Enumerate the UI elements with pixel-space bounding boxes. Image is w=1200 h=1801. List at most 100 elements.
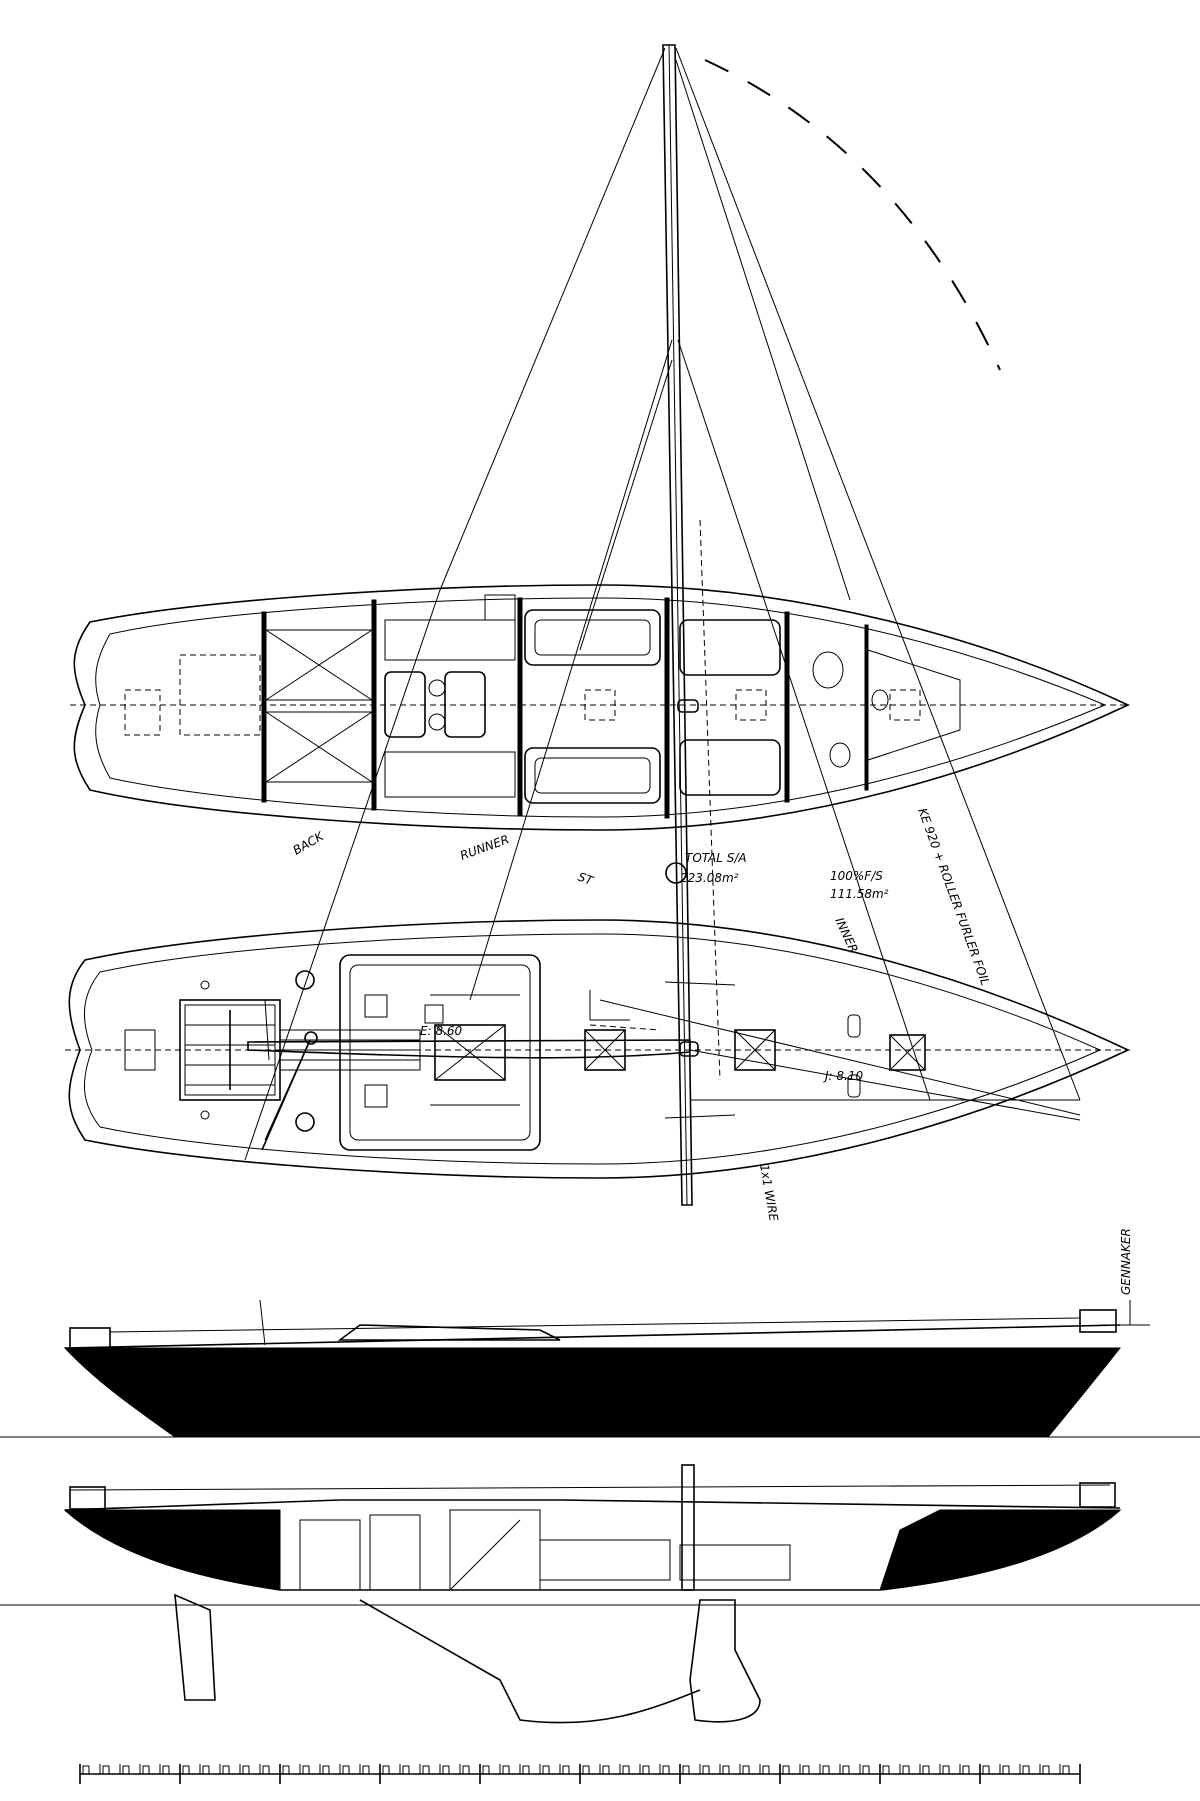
aft-locker [179,654,261,736]
galley-profile [299,1519,361,1591]
scale-mark [142,1765,150,1775]
bulkhead-4 [664,597,670,819]
aft-berth-port-x2 [265,629,373,701]
interior-hull-fwd [879,1509,1122,1591]
bulkhead-2 [371,599,377,811]
settee-stbd-back [534,757,651,794]
scale-mark [302,1765,310,1775]
scale-mark [802,1765,810,1775]
bulkhead-1 [261,611,267,803]
scale-mark [422,1765,430,1775]
scale-mark [262,1765,270,1775]
scale-mark [582,1765,590,1775]
sail-plan-profile [0,1299,1200,1438]
runner [469,339,673,1001]
runner-label: RUNNER [458,832,511,863]
scale-mark [722,1765,730,1775]
vang-block [304,1031,318,1045]
companionway-x2 [434,1024,506,1081]
saloon-table-stbd [444,671,486,738]
total-sa-marker [665,862,687,884]
scale-mark [982,1765,990,1775]
mainsheet-label: 1x1 WIRE [757,1163,781,1222]
vent-1 [847,1014,861,1038]
interior-pulpit [1079,1482,1116,1508]
deck-toerail [83,933,1102,1165]
saloon-hatch-1 [584,689,616,721]
inner-label: INNER [832,915,861,955]
cockpit-seat-grating [184,1004,276,1096]
nav-station [384,751,516,798]
bulkhead-5 [784,611,790,803]
settee-port [524,609,661,666]
profile-hull [63,1347,1122,1438]
fwd-seat-port [679,619,781,676]
scale-mark [542,1765,550,1775]
genoa-leech [689,1049,1081,1121]
scale-mark [622,1765,630,1775]
sink-1 [428,679,446,697]
dorade-2 [364,1084,388,1108]
interior-deckline [64,1499,1121,1511]
deck-plan [65,919,1130,1179]
headstay [675,59,851,601]
fore-hatch-2 [734,1029,776,1071]
stripe [149,1399,1061,1406]
interior-profile [0,1464,1200,1724]
aft-berth-stbd [265,711,373,783]
scale-mark [402,1765,410,1775]
fore-hatch-1-x2 [584,1029,626,1071]
profile-sheer [64,1324,1121,1349]
scale-mark [662,1765,670,1775]
scale-mark [442,1765,450,1775]
scale-bar [79,1764,1081,1784]
scale-mark [562,1765,570,1775]
fore-hatch-3-x2 [889,1034,926,1071]
head-1 [812,651,844,689]
scale-mark [342,1765,350,1775]
scale-mark [202,1765,210,1775]
scale-mark [482,1765,490,1775]
spreader-dash-1 [589,1024,661,1031]
foretriangle-value: 111.58m² [830,887,889,901]
scale-mark [642,1765,650,1775]
scale-mark [842,1765,850,1775]
scale-mark [182,1765,190,1775]
scale-mark [362,1765,370,1775]
settee-port-back [534,619,651,656]
scale-mark [242,1765,250,1775]
interior-plan [70,584,1130,831]
scale-mark [682,1765,690,1775]
scale-mark [922,1765,930,1775]
saloon-hatch-2 [735,689,767,721]
helm [259,1299,266,1346]
forestay [675,47,1081,1101]
settee-profile [539,1539,671,1581]
scale-mark [882,1765,890,1775]
keel-fin [359,1599,701,1724]
scale-mark [1002,1765,1010,1775]
companionway [434,1024,506,1081]
settee-stbd [524,747,661,804]
fore-hatch-2-x2 [734,1029,776,1071]
scale-mark [102,1765,110,1775]
fwd-seat-stbd [679,739,781,796]
profile-cabin [337,1324,561,1341]
winch-2 [295,1112,315,1132]
scale-mark [902,1765,910,1775]
jib-foot [599,999,1081,1116]
e-dimension-label: E: 8.60 [420,1024,463,1038]
v-berth [867,649,961,761]
stern-rail [109,1317,1081,1333]
scale-mark [1062,1765,1070,1775]
j-dimension-label: J: 8.10 [823,1069,863,1083]
rudder [174,1593,216,1701]
scale-mark [322,1765,330,1775]
aft-berth-port [265,629,373,701]
headstay-label: KE 920 + ROLLER FURLER FOIL [915,806,992,987]
scale-mark [222,1765,230,1775]
gennaker-label: GENNAKER [1119,1228,1133,1295]
scale-mark [862,1765,870,1775]
winch-4 [200,1110,210,1120]
stove [484,594,516,621]
